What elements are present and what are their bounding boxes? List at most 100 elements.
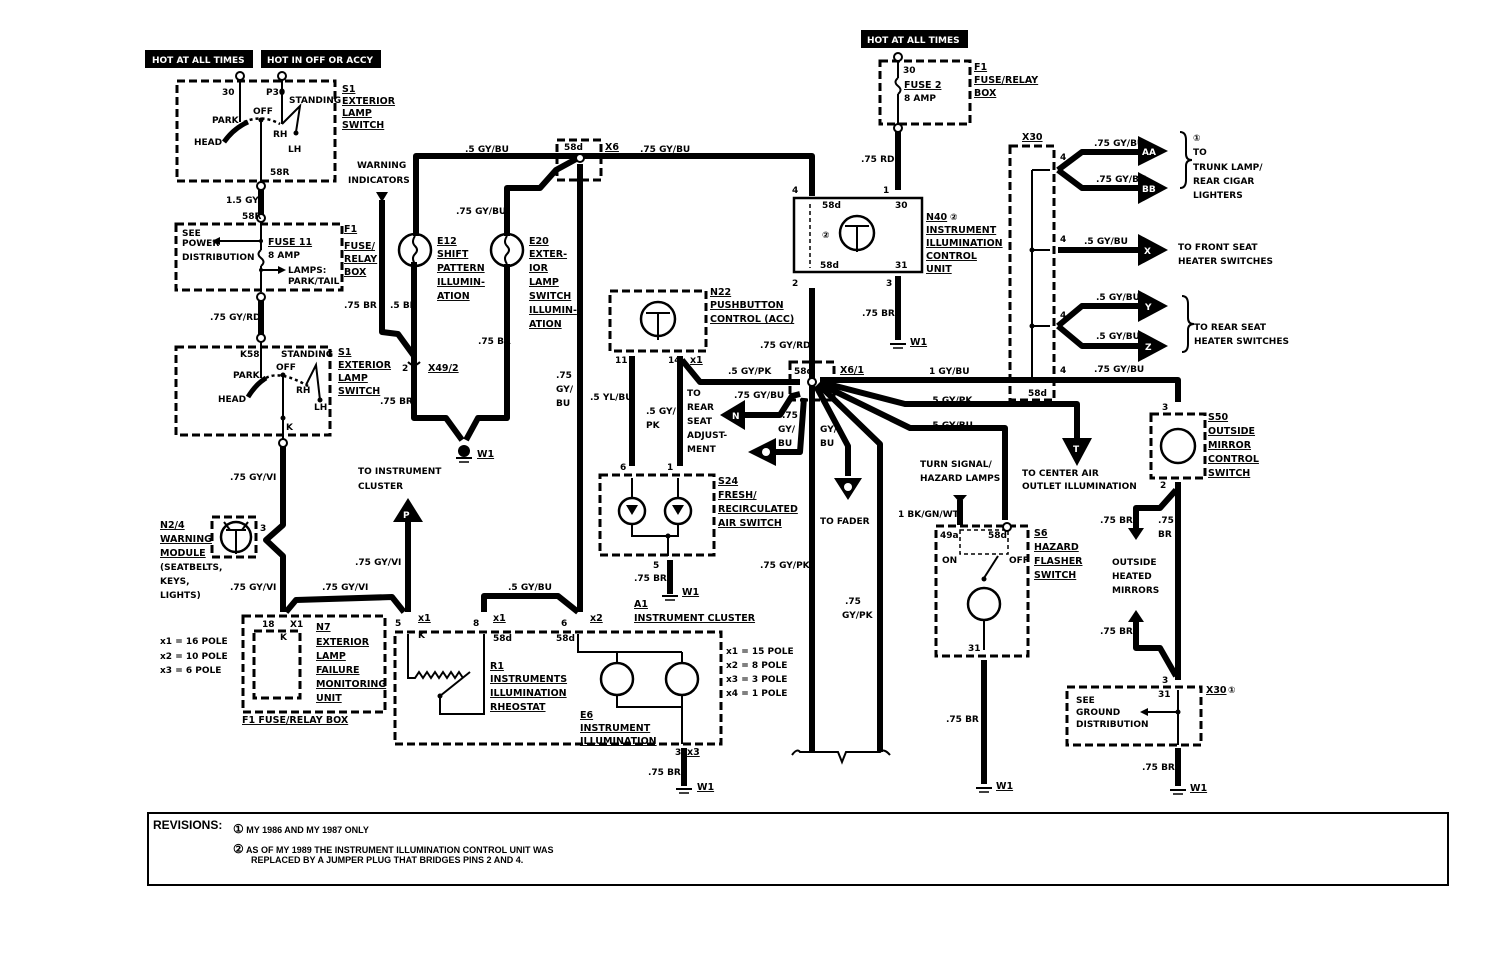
fuse-rating: 8 AMP [268,251,300,261]
x30-distribution: X30 4 4 4 4 58d .75 GY/BU .75 GY/BU .5 G… [1008,132,1181,402]
wire-label: PK [646,421,661,431]
revision-1: ① MY 1986 AND MY 1987 ONLY [233,822,369,836]
label: TO REAR SEAT [1194,323,1267,333]
connector-label: x1 [690,355,703,366]
arrow-left-icon [212,237,220,245]
pin-label: 1 [883,186,889,196]
connector-label: x1 [418,613,431,624]
connector-label: x3 [687,747,700,758]
revisions-box: REVISIONS: ① MY 1986 AND MY 1987 ONLY ② … [147,812,1449,886]
wire-label: BR [1158,530,1172,540]
wire-label: .75 RD [861,155,894,165]
label: TO [687,389,701,399]
pin-label: 2 [792,279,798,289]
f1-fuse-11-box: SEE POWER DISTRIBUTION FUSE 11 8 AMP LAM… [174,212,377,292]
component-label: MODULE [160,548,206,559]
ground-icon [890,343,906,349]
connector-p-icon [393,498,423,522]
n2-4-warning-module: 3 N2/4 WARNING MODULE (SEATBELTS, KEYS, … [160,515,266,601]
wire-label: .75 GY/VI [230,583,276,593]
wire-label: .5 GY/BU [1096,332,1140,342]
note-label: (SEATBELTS, [160,563,222,573]
wire-label: .75 BR [648,768,681,778]
label: TO FADER [820,517,870,527]
arrow-left-icon [1140,708,1148,716]
component-label: UNIT [926,264,952,275]
wire-label: .75 GY/PK [760,561,811,571]
legend-item: x2 = 8 POLE [726,661,787,671]
pin-label: K58 [240,350,260,360]
note-label: LIGHTS) [160,591,201,601]
to-instrument-cluster: TO INSTRUMENT CLUSTER P [358,467,442,612]
wire-label: GY/ [556,385,574,395]
wire-label: .75 GY/BU [1094,139,1144,149]
label: TO INSTRUMENT [358,467,442,477]
label: OUTSIDE [1112,558,1157,568]
connector-label: AA [1142,148,1156,158]
wire-label: .75 GY/VI [230,473,276,483]
pin-label: 4 [1060,153,1066,163]
note-label: DISTRIBUTION [1076,720,1149,730]
component-label: PATTERN [437,263,485,274]
component-label: EXTERIOR [316,637,370,648]
note-label: LAMPS: [288,266,326,276]
component-label: ATION [437,291,470,302]
switch-position-label: PARK [212,116,240,126]
ground-w1: W1 [456,445,494,463]
component-label: SWITCH [529,291,571,302]
ground-label: W1 [996,781,1013,792]
n22-pushbutton-control: N22 PUSHBUTTON CONTROL (ACC) 11 14 x1 .5… [590,287,800,466]
pin-label: 30 [895,201,908,211]
brace-icon [1179,131,1193,189]
wire-1-5-gy: 1.5 GY [226,181,266,223]
switch-position-label: PARK [233,371,261,381]
component-id: E6 [580,710,593,721]
component-label: EXTERIOR [338,360,392,371]
a1-instrument-cluster: .5 GY/BU 5 x1 8 x1 6 x2 K 58d 58d A1 INS… [393,583,756,794]
wire-label: .75 BR [862,309,895,319]
component-id: S1 [338,347,351,358]
component-label: INSTRUMENT CLUSTER [634,613,756,624]
component-id: S50 [1208,412,1228,423]
connector-label: Y [1144,303,1152,313]
fuse-icon [257,249,265,267]
pin-label: 31 [968,644,981,654]
bulb-icon [966,586,1002,622]
pin-label: 3 [886,279,892,289]
pin-label: 31 [895,261,908,271]
pole-legend-right: x1 = 15 POLE x2 = 8 POLE x3 = 3 POLE x4 … [726,647,794,699]
label: SEAT [687,417,713,427]
switch-contact-icon [221,119,250,144]
component-label: INSTRUMENT [926,225,997,236]
pin-label: 3 [675,748,681,758]
revision-mark: ② [950,213,958,223]
component-label: SWITCH [1034,570,1076,581]
wire-label: .5 GY/PK [929,396,973,406]
pin-label: 30 [903,66,916,76]
ground-label: W1 [697,782,714,793]
component-id: X6 [605,142,619,153]
pin-label: 6 [620,463,626,473]
label: LIGHTERS [1193,191,1243,201]
component-label: BOX [344,267,367,278]
s50-outside-mirror-control-switch: 3 2 S50 OUTSIDE MIRROR CONTROL SWITCH .7… [1100,403,1259,680]
pin-label: 58d [820,261,839,271]
output-connector-aa: AA [1138,136,1168,166]
fuse-rating: 8 AMP [904,94,936,104]
pole-legend-left: x1 = 16 POLE x2 = 10 POLE x3 = 6 POLE [160,637,228,676]
connector-t-icon [1062,438,1092,466]
component-label: CONTROL (ACC) [710,314,794,325]
label: HAZARD LAMPS [920,474,1000,484]
x6-1-splice: 58d X6/1 .75 GY/RD GY/ BU 1 GY/BU .5 GY/… [760,288,1080,765]
label: CLUSTER [358,482,403,492]
pin-label: 5 [653,561,659,571]
component-label: RECIRCULATED [718,504,798,515]
wire-label: .75 BR [380,397,413,407]
switch-position-label: ON [942,556,957,566]
component-label: FUSE/ [344,241,376,252]
ground-label: W1 [477,449,494,460]
label: TO FRONT SEAT [1178,243,1258,253]
pin-label: 58d [564,143,583,153]
revisions-title: REVISIONS: [153,818,223,832]
